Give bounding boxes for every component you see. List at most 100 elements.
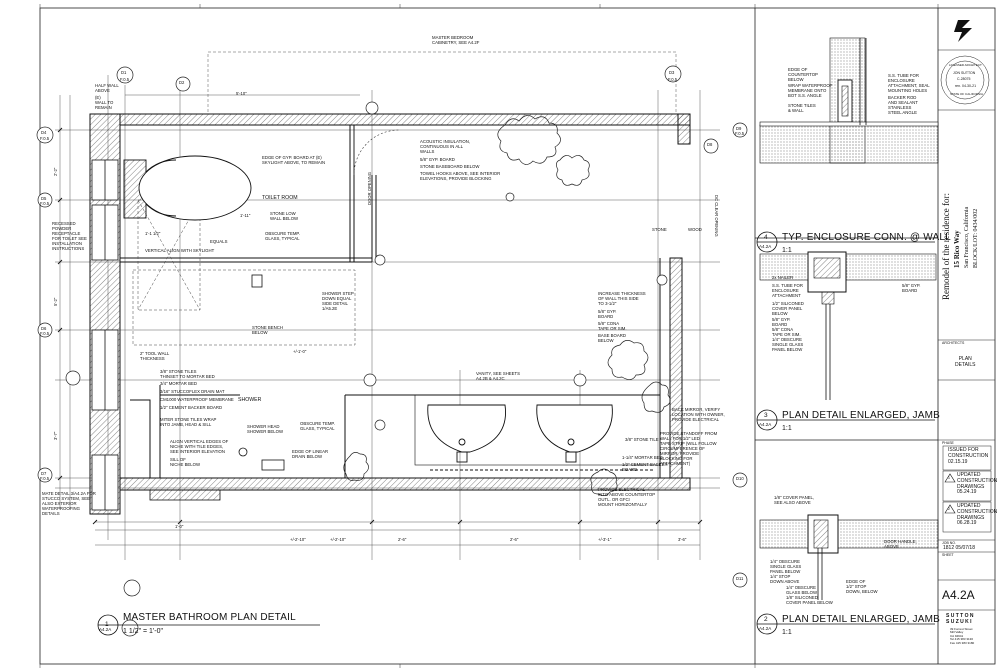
sheet-border	[39, 7, 996, 665]
note-base-board: BASE BOARD BELOW	[598, 333, 626, 343]
d3-sheet: A4.2A	[759, 422, 772, 427]
toilet	[123, 155, 252, 221]
d2-note-cover-panel: 1/8" COVER PANEL, SEE ALSO ABOVE	[774, 495, 815, 505]
note-cement-backer: 1/2" CEMENT BACKER BOARD	[622, 462, 668, 472]
d3-note-gyp: 5/8" GYP. BOARD	[772, 317, 791, 327]
tb-small-label: ARCHITECTS	[942, 341, 965, 345]
note-mortar-bed-2: 1-1/4" MORTAR BED	[622, 455, 663, 460]
d3-note-nailer: 2x NAILER	[772, 275, 794, 280]
dim-top: 5'-10"	[236, 91, 247, 96]
dim-mid-b: +/-1'-0"	[293, 349, 307, 354]
dim-mid-c: 1'-1 1/2"	[145, 231, 161, 236]
note-acoustic: ACOUSTIC INSULATION, CONTINUOUS IN ALL W…	[420, 139, 471, 154]
detail-2-titlebar	[756, 613, 935, 635]
main-detail-title: MASTER BATHROOM PLAN DETAIL	[123, 612, 296, 623]
dim-bottom-g: 3'-6"	[678, 537, 687, 542]
dim-bottom-f: +/-3'-1"	[598, 537, 612, 542]
title-bubble-sheet: A4.2A	[99, 627, 112, 632]
d2-note-glass: 1/4" OBSCURE GLASS BELOW	[786, 585, 818, 595]
d2-title: PLAN DETAIL ENLARGED, JAMB	[782, 614, 941, 625]
grid-bubble-label: D2	[179, 80, 185, 85]
tb-issue-1: ISSUED FOR CONSTRUCTION 02.15.19	[948, 447, 989, 465]
note-master-bedroom: MASTER BEDROOM CABINETRY, SEE A4.2F	[432, 35, 480, 45]
tb-rev-1: UPDATED CONSTRUCTION DRAWINGS 05.24.19	[957, 472, 998, 496]
d3-number: 3	[764, 412, 768, 419]
tb-sheet-title: PLAN DETAILS	[955, 356, 976, 368]
d2-note-door-handle: DOOR HANDLE, ABOVE	[884, 539, 917, 549]
note-stone: STONE	[652, 227, 667, 232]
grid-bubble-label: D7	[41, 471, 47, 476]
grid-bubble-label: D9	[736, 126, 742, 131]
note-stuccoflex: 3/16" STUCCOFLEX DRAIN MAT	[160, 389, 225, 394]
note-remain: (E) WALL TO REMAIN	[95, 95, 114, 110]
note-cmu-fill: 5/8" CONA TAPE OR SIM.	[598, 321, 627, 331]
grid-bubble-label: D4	[41, 130, 47, 135]
firm-logo-icon	[954, 20, 972, 42]
grid-bubble-label: D3	[669, 70, 675, 75]
tb-stamp-line: C-28075	[957, 77, 971, 81]
d4-scale: 1:1	[782, 247, 792, 254]
grid-bubbles-geom	[36, 65, 748, 637]
d2-note-stop: EDGE OF 1/2" STOP DOWN, BELOW	[846, 579, 878, 594]
d3-note-tape: 5/8" CONA TAPE OR SIM.	[772, 327, 801, 337]
note-sill-niche: SILL OF NICHE BELOW	[170, 457, 201, 467]
note-increase-thickness: INCREASE THICKNESS OF WALL THIS SIDE TO …	[598, 291, 646, 306]
grid-ref-label: F.0.5	[40, 331, 50, 336]
note-waterproof: CM1000 WATERPROOF MEMBRANE	[160, 397, 234, 402]
note-vertical-align: VERTICAL ALIGN WITH SKYLIGHT	[145, 248, 215, 253]
tb-small-label: PHASE	[942, 441, 954, 445]
tb-stamp-line: LICENSED ARCHITECT	[949, 63, 982, 67]
dim-dc: DC CLEAR OPENING	[714, 195, 719, 237]
note-mortar-bed: 3/4" MORTAR BED	[160, 381, 197, 386]
tb-stamp-line: STATE OF CALIFORNIA	[950, 92, 984, 96]
tb-rev1-tag: 1	[948, 476, 950, 480]
d3-title: PLAN DETAIL ENLARGED, JAMB	[782, 410, 941, 421]
room-label-shower: SHOWER	[238, 397, 262, 403]
d2-note-siliconed: 1/8" SILICONED COVER PANEL BELOW	[786, 595, 833, 605]
note-obscure-temp-2: OBSCURE TEMP. GLASS, TYPICAL	[300, 421, 335, 431]
grid-bubble-label: D5	[41, 196, 47, 201]
dimension-strings	[59, 94, 700, 546]
title-bubble-1	[97, 614, 320, 636]
d2-note-obscure: 1/4" OBSCURE SINGLE GLASS PANEL BELOW 1/…	[770, 559, 802, 584]
vanity	[414, 394, 661, 471]
detail-2-geometry	[759, 514, 939, 600]
toilet-door	[353, 129, 400, 176]
dim-bottom-a: 1'-0"	[175, 524, 184, 529]
d4-number: 4	[764, 234, 768, 241]
dim-bottom-e: 2'-6"	[510, 537, 519, 542]
d4-note-stainless: STAINLESS STEEL ANGLE	[888, 105, 917, 115]
shower-bench	[132, 199, 356, 346]
title-bubble-number: 1	[105, 621, 109, 628]
d3-note-obscure: 1/4" OBSCURE SINGLE GLASS PANEL BELOW	[772, 337, 804, 352]
shower-fixtures	[238, 274, 285, 471]
grid-bubble-label: D11	[736, 576, 744, 581]
tb-rev-2: UPDATED CONSTRUCTION DRAWINGS 06.28.19	[957, 503, 998, 527]
note-shower-head: SHOWER HEAD SHOWER BELOW	[247, 424, 284, 434]
note-stone-low-wall: STONE LOW WALL BELOW	[270, 211, 299, 221]
dim-bottom-c: +/-2'-10"	[330, 537, 346, 542]
tb-project-line4: BLOCK/LOT: 0434/002	[973, 208, 979, 268]
note-stone-bench: STONE BENCH BELOW	[252, 325, 283, 335]
dim-door: DOOR OPENING	[367, 171, 372, 205]
note-stone-tile-2: 3/8" STONE TILE	[625, 437, 659, 442]
d4-note-wrap: WRAP WATERPROOF MEMBRANE ONTO BOT S.S. A…	[788, 83, 833, 98]
note-mate-detail: MATE DETAIL 3/A4.2A FOR STUCCO SYSTEM, S…	[42, 491, 96, 516]
note-skylight: EDGE OF GYP. BOARD AT (E) SKYLIGHT ABOVE…	[262, 155, 326, 165]
d3-scale: 1:1	[782, 425, 792, 432]
tb-small-label: JOB NO.	[942, 541, 957, 545]
note-towel-hooks: TOWEL HOOKS ABOVE, SEE INTERIOR ELEVATIO…	[420, 171, 501, 181]
tb-firm: S U T T O N S U Z U K I	[946, 613, 974, 625]
windows	[91, 159, 119, 511]
dimension-ticks	[57, 127, 703, 525]
note-obscure-temp: OBSCURE TEMP. GLASS, TYPICAL	[265, 231, 300, 241]
grid-ref-label: F.0.5	[735, 131, 745, 136]
detail-3-geometry	[759, 251, 937, 400]
grid-ref-label: F.0.5	[668, 77, 678, 82]
detail-4-geometry	[759, 37, 939, 164]
tb-small-label: SHEET	[942, 553, 954, 557]
d3-note-ss-tube: S.S. TUBE FOR ENCLOSURE ATTACHMENT	[772, 283, 803, 298]
grid-ref-label: F.0.5	[40, 201, 50, 206]
